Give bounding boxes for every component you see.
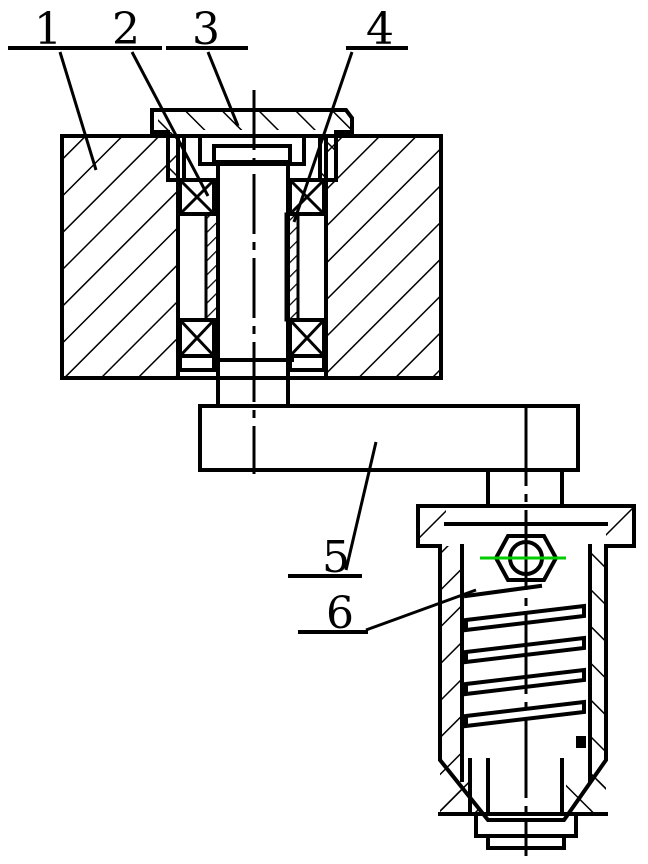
label-part-1: 1: [34, 4, 62, 55]
crank-arm: [198, 404, 580, 856]
label-part-6: 6: [326, 588, 354, 639]
bearing-right: [284, 178, 326, 372]
label-part-5: 5: [322, 532, 350, 583]
spring-housing: [416, 504, 636, 850]
label-part-3: 3: [192, 4, 220, 55]
pivot-nut: [480, 534, 566, 582]
housing-block: [60, 134, 443, 380]
shaft: [212, 90, 294, 474]
label-part-2: 2: [112, 4, 140, 55]
label-part-4: 4: [366, 4, 394, 55]
leader-lines: [8, 46, 477, 634]
spring-coils: [463, 583, 586, 748]
bearing-left: [178, 178, 220, 372]
